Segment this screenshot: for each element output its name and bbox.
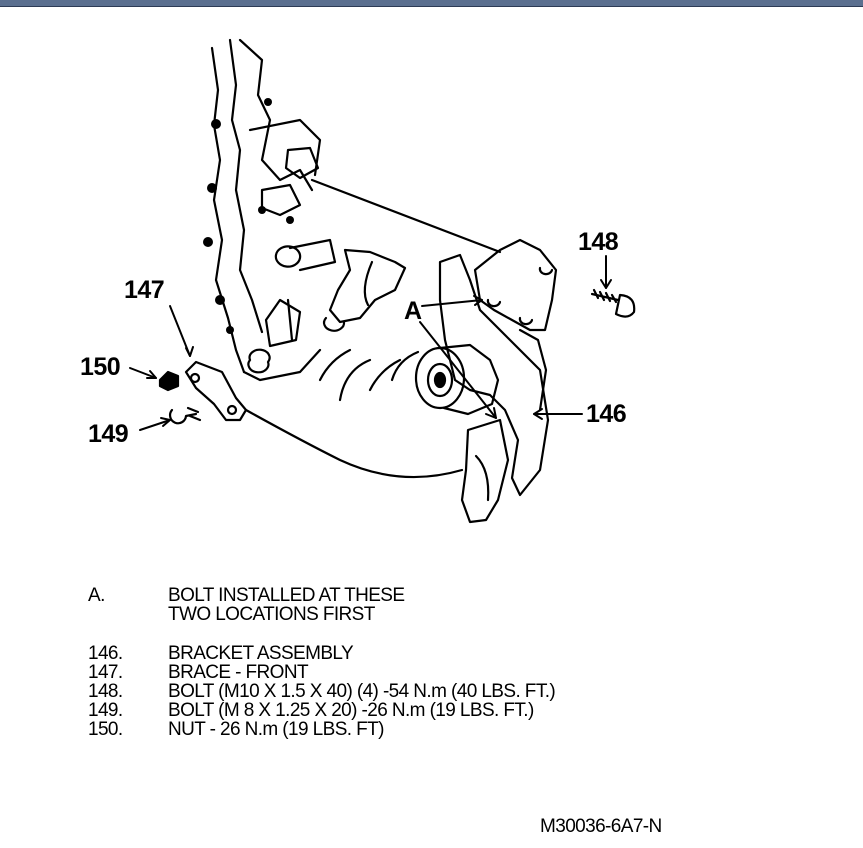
leader-150	[129, 367, 157, 379]
callout-149: 149	[88, 420, 129, 448]
legend-item-150: 150. NUT - 26 N.m (19 LBS. FT)	[88, 720, 555, 739]
window-top-border	[0, 0, 863, 7]
engine-cover-outline	[210, 46, 246, 374]
leader-149	[139, 419, 171, 431]
legend-text: BOLT INSTALLED AT THESE	[168, 585, 405, 606]
nut-150	[158, 370, 180, 392]
legend-text: BOLT (M 8 X 1.25 X 20) -26 N.m (19 LBS. …	[168, 700, 534, 721]
legend-item-148: 148. BOLT (M10 X 1.5 X 40) (4) -54 N.m (…	[88, 681, 556, 702]
engine-bracket-diagram	[129, 38, 636, 524]
legend-text: BRACKET ASSEMBLY	[168, 643, 354, 664]
leader-A-top	[421, 299, 483, 307]
legend-text: NUT - 26 N.m (19 LBS. FT)	[168, 719, 384, 740]
exploded-view-drawing	[129, 38, 636, 524]
bracket-146-outline	[438, 253, 550, 497]
legend-text: BRACE - FRONT	[168, 662, 309, 683]
belt-line	[310, 178, 502, 254]
brace-147	[184, 360, 248, 422]
legend-key: A.	[88, 585, 105, 606]
callout-147: 147	[124, 276, 165, 304]
legend-item-149: 149. BOLT (M 8 X 1.25 X 20) -26 N.m (19 …	[88, 701, 555, 720]
legend-key: 149.	[88, 700, 123, 721]
figure-code: M30036-6A7-N	[540, 816, 662, 837]
legend-text: BOLT (M10 X 1.5 X 40) (4) -54 N.m (40 LB…	[168, 681, 556, 702]
legend-text: TWO LOCATIONS FIRST	[168, 604, 375, 625]
callout-148: 148	[578, 228, 619, 256]
legend-key: 148.	[88, 681, 123, 702]
callout-a: A	[404, 297, 422, 325]
legend-item-146: 146. BRACKET ASSEMBLY	[88, 644, 555, 663]
leader-A-bottom	[419, 321, 497, 419]
parts-legend: A. BOLT INSTALLED AT THESE TWO LOCATIONS…	[88, 586, 556, 739]
legend-key: 147.	[88, 662, 123, 683]
callout-150: 150	[80, 353, 121, 381]
legend-item-147: 147. BRACE - FRONT	[88, 663, 555, 682]
legend-key: 150.	[88, 719, 123, 740]
callout-146: 146	[586, 400, 627, 428]
legend-item-a: A. BOLT INSTALLED AT THESE TWO LOCATIONS…	[88, 586, 555, 624]
legend-key: 146.	[88, 643, 123, 664]
bolt-149	[169, 408, 198, 425]
cover-bolt-heads	[203, 98, 294, 334]
